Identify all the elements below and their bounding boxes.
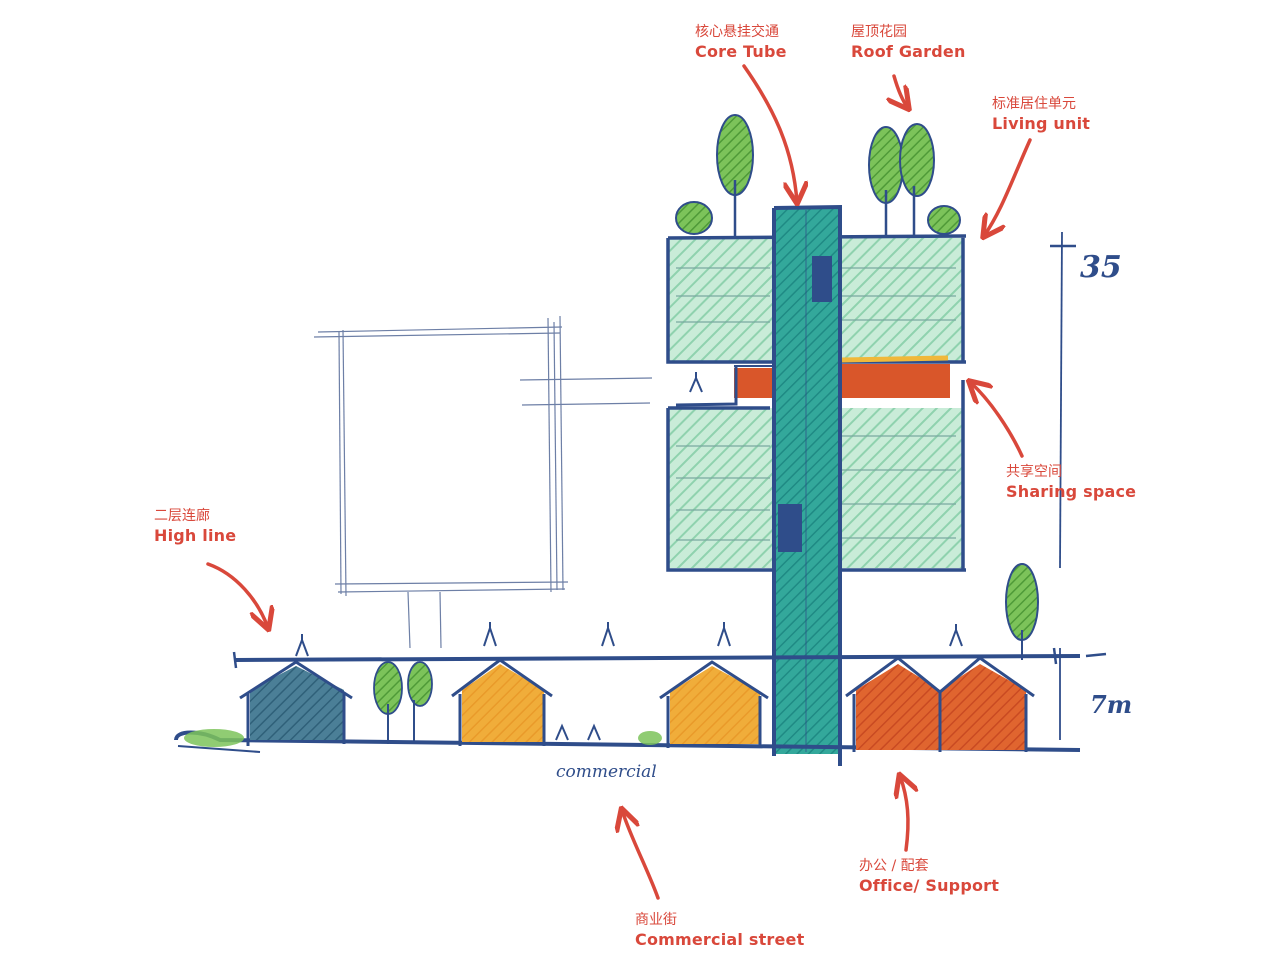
label-commercial-street: 商业街 Commercial street: [635, 912, 804, 950]
arrow-living-unit: [984, 138, 1032, 236]
arrow-office-support: [900, 776, 908, 852]
label-high-line-zh: 二层连廊: [154, 508, 210, 524]
label-core-tube-en: Core Tube: [695, 41, 787, 61]
background-building-outline: [313, 315, 653, 649]
height-annotation-35: 35: [1080, 250, 1122, 285]
label-roof-garden-en: Roof Garden: [851, 41, 966, 61]
label-sharing-space-en: Sharing space: [1006, 481, 1137, 501]
label-high-line: 二层连廊 High line: [154, 508, 236, 546]
label-commercial-street-en: Commercial street: [635, 929, 805, 949]
label-living-unit-en: Living unit: [992, 113, 1091, 133]
arrow-high-line: [206, 562, 268, 628]
height-annotation-7m: 7m: [1090, 690, 1133, 719]
label-roof-garden-zh: 屋顶花园: [851, 24, 907, 40]
label-roof-garden: 屋顶花园 Roof Garden: [851, 24, 966, 62]
shop-blue: [239, 660, 353, 746]
arrow-core-tube: [742, 64, 797, 202]
label-core-tube-zh: 核心悬挂交通: [695, 24, 779, 40]
street-handwritten-note: commercial: [556, 762, 657, 782]
high-line-deck: [232, 647, 1081, 669]
shop-orange-office: [845, 656, 1035, 752]
label-living-unit: 标准居住单元 Living unit: [992, 96, 1090, 134]
label-office-support-zh: 办公 / 配套: [859, 858, 929, 874]
arrow-sharing-space: [970, 382, 1024, 458]
label-sharing-space-zh: 共享空间: [1006, 464, 1062, 480]
height-dimension-line: [1050, 231, 1107, 740]
annotation-arrows: [206, 64, 1032, 900]
street-trees: [184, 563, 1039, 747]
label-sharing-space: 共享空间 Sharing space: [1006, 464, 1136, 502]
sharing-space-band: [675, 355, 950, 407]
label-core-tube: 核心悬挂交通 Core Tube: [695, 24, 787, 62]
roof-garden-trees: [675, 114, 961, 236]
pedestrian-figures: [295, 372, 963, 741]
label-high-line-en: High line: [154, 525, 237, 545]
label-office-support: 办公 / 配套 Office/ Support: [859, 858, 999, 896]
label-living-unit-zh: 标准居住单元: [992, 96, 1076, 112]
label-commercial-street-zh: 商业街: [635, 912, 677, 928]
arrow-roof-garden: [894, 74, 908, 108]
label-office-support-en: Office/ Support: [859, 875, 1000, 895]
arrow-commercial-street: [622, 810, 660, 900]
shop-yellow-left: [451, 658, 553, 746]
shop-yellow-right: [659, 660, 769, 748]
core-tube: [772, 204, 842, 766]
